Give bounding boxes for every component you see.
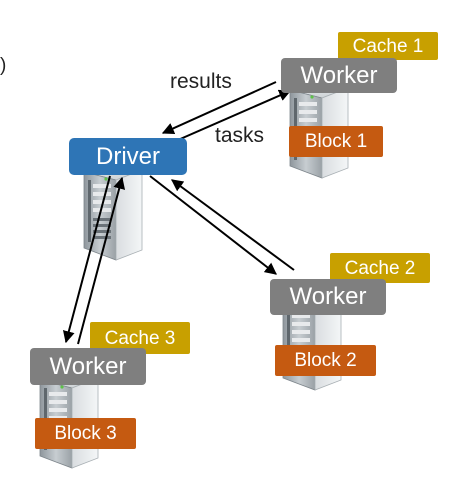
worker-1-block: Block 1 (289, 126, 383, 157)
results-arrow (161, 81, 277, 135)
tasks-arrow (177, 89, 292, 141)
driver-to-worker-2-arrow (149, 175, 277, 275)
margin-mark: ) (0, 54, 7, 76)
worker-2-to-driver-arrow (171, 179, 295, 271)
worker-3-to-driver-arrow (77, 176, 126, 345)
driver-node: Driver (69, 138, 187, 175)
worker-3-block: Block 3 (35, 418, 136, 449)
results-label: results (170, 69, 232, 93)
worker-2-block: Block 2 (275, 345, 376, 376)
worker-2-cache: Cache 2 (330, 253, 430, 283)
worker-3-node: Worker (30, 348, 146, 385)
driver-to-worker-3-arrow (62, 175, 111, 344)
tasks-label: tasks (215, 123, 265, 147)
worker-1-node: Worker (281, 58, 397, 93)
worker-2-node: Worker (270, 279, 386, 315)
worker-1-cache: Cache 1 (338, 32, 438, 60)
